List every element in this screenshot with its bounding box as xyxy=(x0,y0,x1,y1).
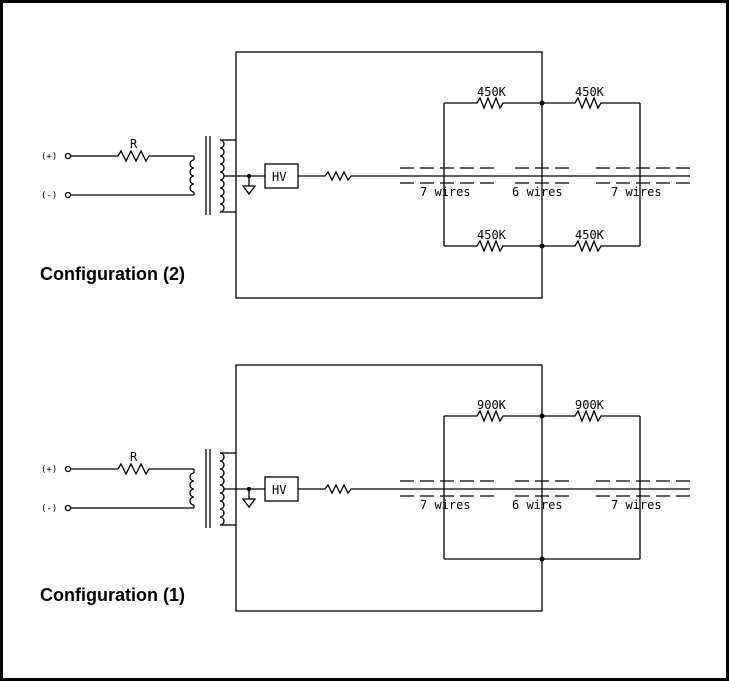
input-resistor-label: R xyxy=(130,137,138,151)
top-resistor-right xyxy=(542,409,640,423)
bottom-resistor-right xyxy=(542,239,640,253)
configuration-2: (+) (-) R HV 7 wires 6 xyxy=(40,51,690,299)
terminal-minus-label: (-) xyxy=(41,504,57,514)
terminal-plus-label: (+) xyxy=(41,465,57,475)
transformer-primary-coil xyxy=(189,159,195,193)
bottom-resistor-left-label: 450K xyxy=(477,228,507,242)
ground-icon xyxy=(241,498,257,509)
enclosure-box xyxy=(235,51,543,299)
hv-label: HV xyxy=(272,170,286,184)
transformer-secondary-coil xyxy=(219,139,225,213)
top-resistor-left-label: 900K xyxy=(477,398,507,412)
configuration-title: Configuration (1) xyxy=(40,585,185,605)
top-resistor-right-label: 450K xyxy=(575,85,605,99)
terminal-plus xyxy=(64,465,72,473)
transformer-primary-coil xyxy=(189,472,195,506)
configuration-title: Configuration (2) xyxy=(40,264,185,284)
input-resistor xyxy=(70,462,194,476)
top-resistor-left xyxy=(444,96,542,110)
terminal-plus-label: (+) xyxy=(41,152,57,162)
enclosure-box xyxy=(235,364,543,612)
series-resistor xyxy=(298,170,690,182)
input-resistor-label: R xyxy=(130,450,138,464)
bottom-resistor-left xyxy=(444,239,542,253)
wires-middle-label: 6 wires xyxy=(512,185,563,199)
configuration-1: (+) (-) R HV 7 wires 6 wires 7 wires xyxy=(40,364,690,612)
wires-left-label: 7 wires xyxy=(420,498,471,512)
ground-icon xyxy=(241,185,257,196)
input-resistor xyxy=(70,149,194,163)
top-resistor-left xyxy=(444,409,542,423)
series-resistor xyxy=(298,483,690,495)
wires-right-label: 7 wires xyxy=(611,498,662,512)
bottom-resistor-right-label: 450K xyxy=(575,228,605,242)
top-resistor-right xyxy=(542,96,640,110)
transformer-secondary-coil xyxy=(219,452,225,526)
hv-label: HV xyxy=(272,483,286,497)
terminal-minus xyxy=(64,504,72,512)
terminal-minus-label: (-) xyxy=(41,191,57,201)
wires-left-label: 7 wires xyxy=(420,185,471,199)
terminal-plus xyxy=(64,152,72,160)
terminal-minus xyxy=(64,191,72,199)
top-resistor-right-label: 900K xyxy=(575,398,605,412)
wires-middle-label: 6 wires xyxy=(512,498,563,512)
wires-right-label: 7 wires xyxy=(611,185,662,199)
top-resistor-left-label: 450K xyxy=(477,85,507,99)
